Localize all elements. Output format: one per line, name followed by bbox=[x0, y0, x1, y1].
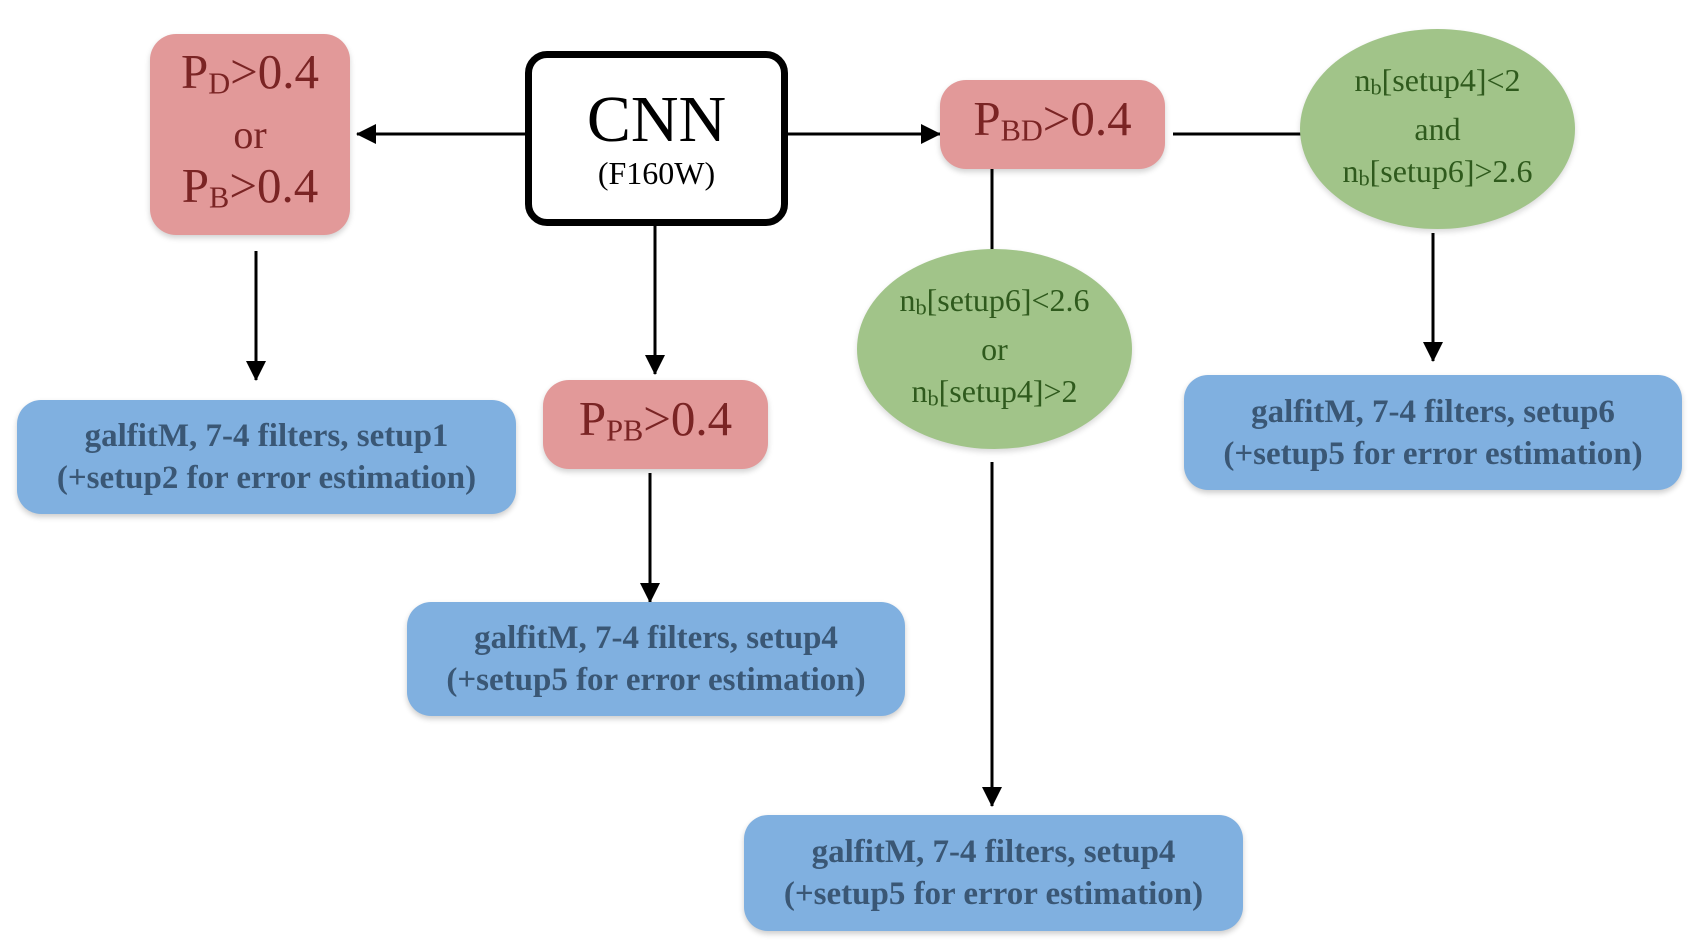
sersic-condition-mid: nb[setup6]<2.6 or nb[setup4]>2 bbox=[857, 249, 1132, 449]
sersic-right-line1: nb[setup4]<2 bbox=[1354, 61, 1521, 99]
sersic-right-joiner: and bbox=[1414, 111, 1461, 147]
outcome-setup4-pb-line1: galfitM, 7-4 filters, setup4 bbox=[474, 620, 838, 656]
sersic-condition-right: nb[setup4]<2 and nb[setup6]>2.6 bbox=[1300, 29, 1575, 229]
sersic-mid-line2: nb[setup4]>2 bbox=[911, 373, 1078, 411]
cnn-box: CNN (F160W) bbox=[525, 51, 788, 226]
outcome-setup4-bd-line1: galfitM, 7-4 filters, setup4 bbox=[811, 834, 1176, 870]
cnn-title: CNN bbox=[586, 82, 727, 156]
outcome-setup4-pb-box: galfitM, 7-4 filters, setup4 (+setup5 fo… bbox=[407, 602, 905, 716]
pbd-condition-box: PBD>0.4 bbox=[940, 80, 1165, 169]
outcome-setup6-line2: (+setup5 for error estimation) bbox=[1223, 435, 1643, 472]
pb-condition: PB>0.4 bbox=[181, 157, 319, 214]
sersic-mid-line1: nb[setup6]<2.6 bbox=[899, 281, 1090, 319]
outcome-setup6-box: galfitM, 7-4 filters, setup6 (+setup5 fo… bbox=[1184, 375, 1682, 490]
pd-condition: PD>0.4 bbox=[180, 44, 320, 101]
ppb-condition: PPB>0.4 bbox=[578, 390, 733, 448]
ppb-condition-box: PPB>0.4 bbox=[543, 380, 768, 469]
left-condition-box: PD>0.4 or PB>0.4 bbox=[150, 34, 350, 235]
sersic-right-line2: nb[setup6]>2.6 bbox=[1342, 153, 1533, 191]
outcome-setup4-pb-line2: (+setup5 for error estimation) bbox=[446, 662, 866, 698]
outcome-setup4-bd-line2: (+setup5 for error estimation) bbox=[783, 876, 1204, 912]
pbd-condition: PBD>0.4 bbox=[973, 90, 1132, 148]
outcome-setup1-line1: galfitM, 7-4 filters, setup1 bbox=[84, 418, 449, 454]
outcome-setup1-box: galfitM, 7-4 filters, setup1 (+setup2 fo… bbox=[17, 400, 516, 514]
left-condition-joiner: or bbox=[233, 111, 267, 157]
outcome-setup6-line1: galfitM, 7-4 filters, setup6 bbox=[1251, 393, 1615, 430]
cnn-filter: (F160W) bbox=[597, 154, 716, 191]
sersic-mid-joiner: or bbox=[981, 331, 1008, 367]
outcome-setup1-line2: (+setup2 for error estimation) bbox=[56, 460, 477, 496]
outcome-setup4-bd-box: galfitM, 7-4 filters, setup4 (+setup5 fo… bbox=[744, 815, 1243, 931]
